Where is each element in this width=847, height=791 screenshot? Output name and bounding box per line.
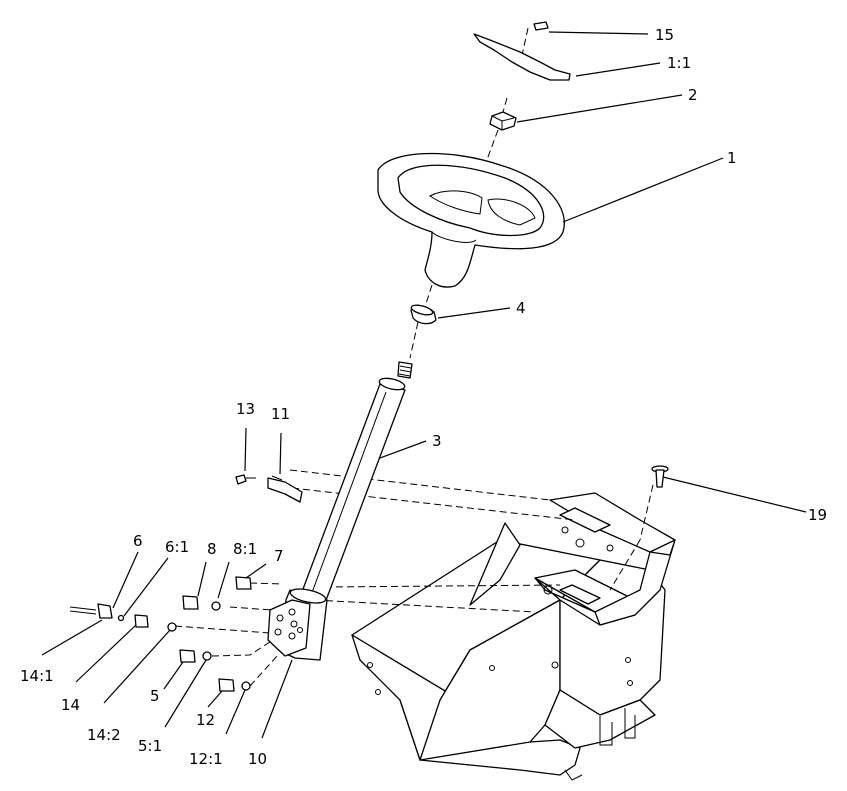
callout-2: 2 (688, 86, 698, 104)
callout-4: 4 (516, 299, 526, 317)
callout-5-1: 5:1 (138, 737, 162, 755)
callout-10: 10 (248, 750, 267, 768)
part-carriage-bolt (651, 465, 669, 488)
callout-11: 11 (271, 405, 290, 423)
part-screw (235, 474, 256, 485)
part-clip (267, 475, 303, 503)
callout-19: 19 (808, 506, 827, 524)
part-nut (489, 111, 517, 131)
callout-6: 6 (133, 532, 143, 550)
callout-14: 14 (61, 696, 80, 714)
callout-12: 12 (196, 711, 215, 729)
callout-labels: 15 1:1 2 1 4 3 13 11 19 6 6:1 8 8:1 7 14… (20, 26, 827, 768)
callout-1: 1 (727, 149, 737, 167)
hose-fittings (69, 576, 252, 692)
callout-7: 7 (274, 547, 284, 565)
callout-5: 5 (150, 687, 160, 705)
callout-14-2: 14:2 (87, 726, 121, 744)
callout-3: 3 (432, 432, 442, 450)
callout-15: 15 (655, 26, 674, 44)
callout-12-1: 12:1 (189, 750, 223, 768)
callout-13: 13 (236, 400, 255, 418)
part-steering-wheel (377, 152, 565, 288)
callout-1-1: 1:1 (667, 54, 691, 72)
callout-8-1: 8:1 (233, 540, 257, 558)
part-wheel-cap (473, 33, 571, 81)
leader-lines (41, 31, 807, 739)
part-cap (533, 21, 549, 31)
frame-weldment (351, 492, 676, 781)
part-column-housing (267, 588, 328, 661)
callout-14-1: 14:1 (20, 667, 54, 685)
callout-8: 8 (207, 540, 217, 558)
callout-6-1: 6:1 (165, 538, 189, 556)
part-bushing (410, 304, 437, 325)
